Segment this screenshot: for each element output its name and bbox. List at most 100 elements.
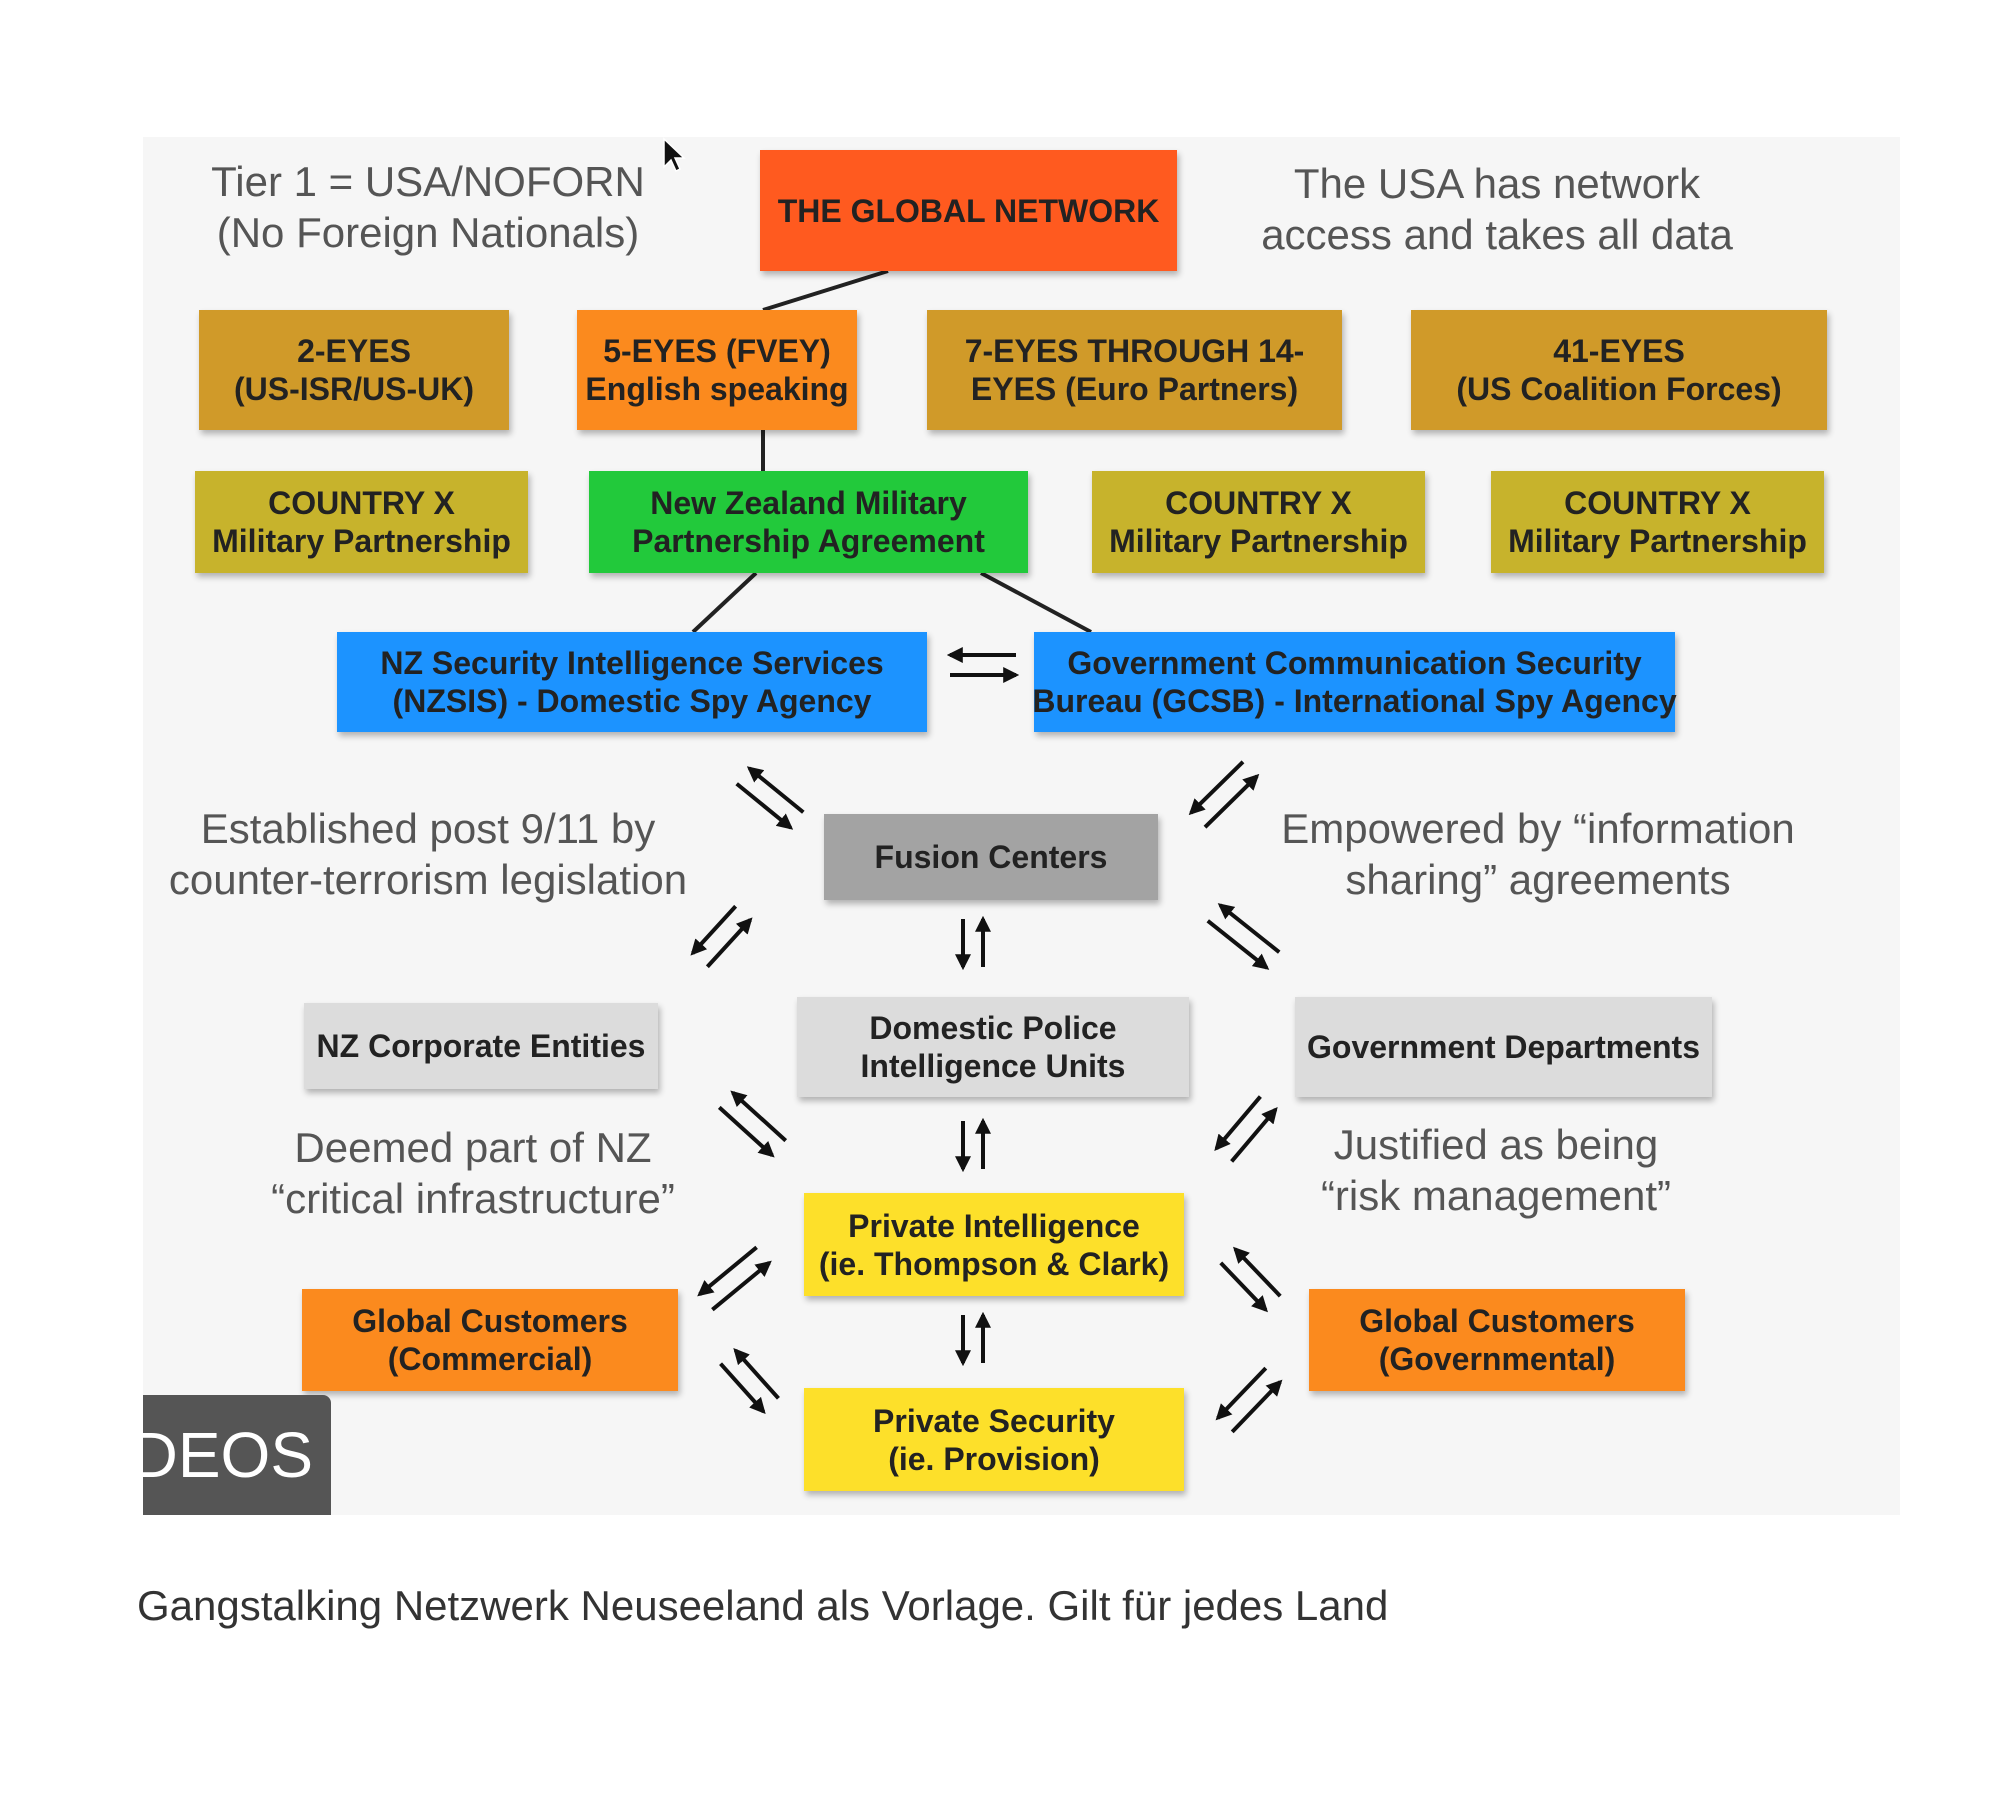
videos-badge-label: DEOS [143, 1419, 313, 1491]
box-label: COUNTRY X [1165, 485, 1352, 521]
arrow-icon [735, 782, 794, 830]
image-caption: Gangstalking Netzwerk Neuseeland als Vor… [137, 1582, 1389, 1629]
arrow-icon [719, 1362, 766, 1415]
note-line: counter-terrorism legislation [168, 856, 688, 903]
arrow-icon [1203, 773, 1260, 829]
box-corporate: NZ Corporate Entities [304, 1003, 658, 1089]
box-five-eyes: 5-EYES (FVEY)English speaking [577, 310, 857, 430]
note-line: Tier 1 = USA/NOFORN [211, 158, 645, 205]
arrow-icon [733, 1347, 780, 1400]
double-arrow-icon [955, 1311, 991, 1367]
box-label: (NZSIS) - Domestic Spy Agency [392, 683, 872, 719]
box-label: Bureau (GCSB) - International Spy Agency [1032, 683, 1677, 719]
box-label: Private Security [873, 1402, 1115, 1439]
box-label: COUNTRY X [268, 485, 455, 521]
box-fusion: Fusion Centers [824, 814, 1158, 900]
box-label: English speaking [585, 371, 849, 407]
box-label: (US-ISR/US-UK) [234, 371, 474, 407]
double-arrow-icon [719, 1347, 780, 1415]
note-line: Empowered by “information [1281, 805, 1795, 852]
note-deemed: Deemed part of NZ“critical infrastructur… [143, 1122, 803, 1224]
box-label: Domestic Police [869, 1010, 1117, 1046]
note-line: Established post 9/11 by [200, 805, 656, 852]
box-label: 41-EYES [1553, 333, 1685, 369]
box-label: NZ Corporate Entities [316, 1028, 646, 1064]
box-label: Military Partnership [1508, 523, 1807, 559]
mouse-cursor-icon [663, 137, 686, 173]
box-label: 2-EYES [297, 333, 411, 369]
arrow-icon [690, 904, 738, 956]
double-arrow-icon [1188, 760, 1260, 829]
box-label: THE GLOBAL NETWORK [777, 192, 1160, 229]
box-label: Partnership Agreement [632, 523, 985, 559]
connector-line [762, 269, 889, 312]
videos-badge[interactable]: DEOS [143, 1395, 331, 1515]
double-arrow-icon [1219, 1246, 1282, 1313]
box-label: Fusion Centers [874, 839, 1108, 875]
box-seven-eyes: 7-EYES THROUGH 14-EYES (Euro Partners) [927, 310, 1342, 430]
arrow-icon [705, 917, 753, 969]
box-nzsis: NZ Security Intelligence Services(NZSIS)… [337, 632, 927, 732]
box-label: Intelligence Units [860, 1048, 1126, 1084]
box-label: (US Coalition Forces) [1456, 371, 1782, 407]
box-forty-one-eyes: 41-EYES(US Coalition Forces) [1411, 310, 1827, 430]
double-arrow-icon [1215, 1366, 1283, 1434]
note-line: Justified as being [1333, 1121, 1659, 1168]
diagram-figure: THE GLOBAL NETWORK 2-EYES(US-ISR/US-UK) 5-… [143, 137, 1900, 1515]
box-label: Global Customers [352, 1303, 628, 1339]
arrow-icon [711, 1260, 772, 1312]
box-label: (ie. Thompson & Clark) [818, 1245, 1170, 1282]
double-arrow-icon [946, 647, 1020, 683]
arrow-icon [1230, 1107, 1278, 1163]
box-label: 7-EYES THROUGH 14- [964, 333, 1305, 369]
note-line: The USA has network [1293, 160, 1701, 207]
note-justified: Justified as being“risk management” [1166, 1119, 1826, 1221]
box-global-network: THE GLOBAL NETWORK [760, 150, 1177, 271]
note-line: (No Foreign Nationals) [216, 209, 640, 256]
arrow-icon [730, 1090, 788, 1143]
box-label: Government Communication Security [1067, 645, 1642, 681]
box-label: EYES (Euro Partners) [970, 371, 1299, 407]
box-label: Global Customers [1359, 1303, 1635, 1339]
arrow-icon [1219, 1261, 1268, 1313]
note-line: “risk management” [1320, 1172, 1672, 1219]
arrow-icon [1206, 919, 1270, 970]
arrow-icon [746, 766, 805, 814]
box-label: Private Intelligence [848, 1207, 1140, 1244]
double-arrow-icon [1206, 903, 1281, 970]
double-arrow-icon [717, 1090, 788, 1158]
box-two-eyes: 2-EYES(US-ISR/US-UK) [199, 310, 509, 430]
note-line: Deemed part of NZ [294, 1124, 652, 1171]
box-gov-departments: Government Departments [1295, 997, 1712, 1097]
double-arrow-icon [1214, 1095, 1278, 1163]
box-private-security: Private Security(ie. Provision) [804, 1388, 1184, 1491]
note-line: sharing” agreements [1345, 856, 1731, 903]
double-arrow-icon [955, 915, 991, 971]
box-label: Government Departments [1307, 1029, 1700, 1065]
box-label: 5-EYES (FVEY) [603, 333, 831, 369]
box-label: New Zealand Military [650, 485, 967, 521]
box-label: COUNTRY X [1564, 485, 1751, 521]
note-tier: Tier 1 = USA/NOFORN(No Foreign Nationals… [143, 156, 758, 258]
double-arrow-icon [955, 1117, 991, 1173]
arrow-icon [1215, 1366, 1268, 1421]
double-arrow-icon [697, 1245, 772, 1312]
box-label: Military Partnership [1109, 523, 1408, 559]
arrow-icon [1233, 1246, 1282, 1298]
arrow-icon [697, 1245, 758, 1297]
box-label: Military Partnership [212, 523, 511, 559]
arrow-icon [1230, 1379, 1283, 1434]
box-private-intel: Private Intelligence(ie. Thompson & Clar… [804, 1193, 1184, 1296]
box-global-commercial: Global Customers(Commercial) [302, 1289, 678, 1391]
arrow-icon [1188, 760, 1245, 816]
box-label: (Commercial) [387, 1341, 593, 1377]
arrow-icon [1214, 1095, 1262, 1151]
